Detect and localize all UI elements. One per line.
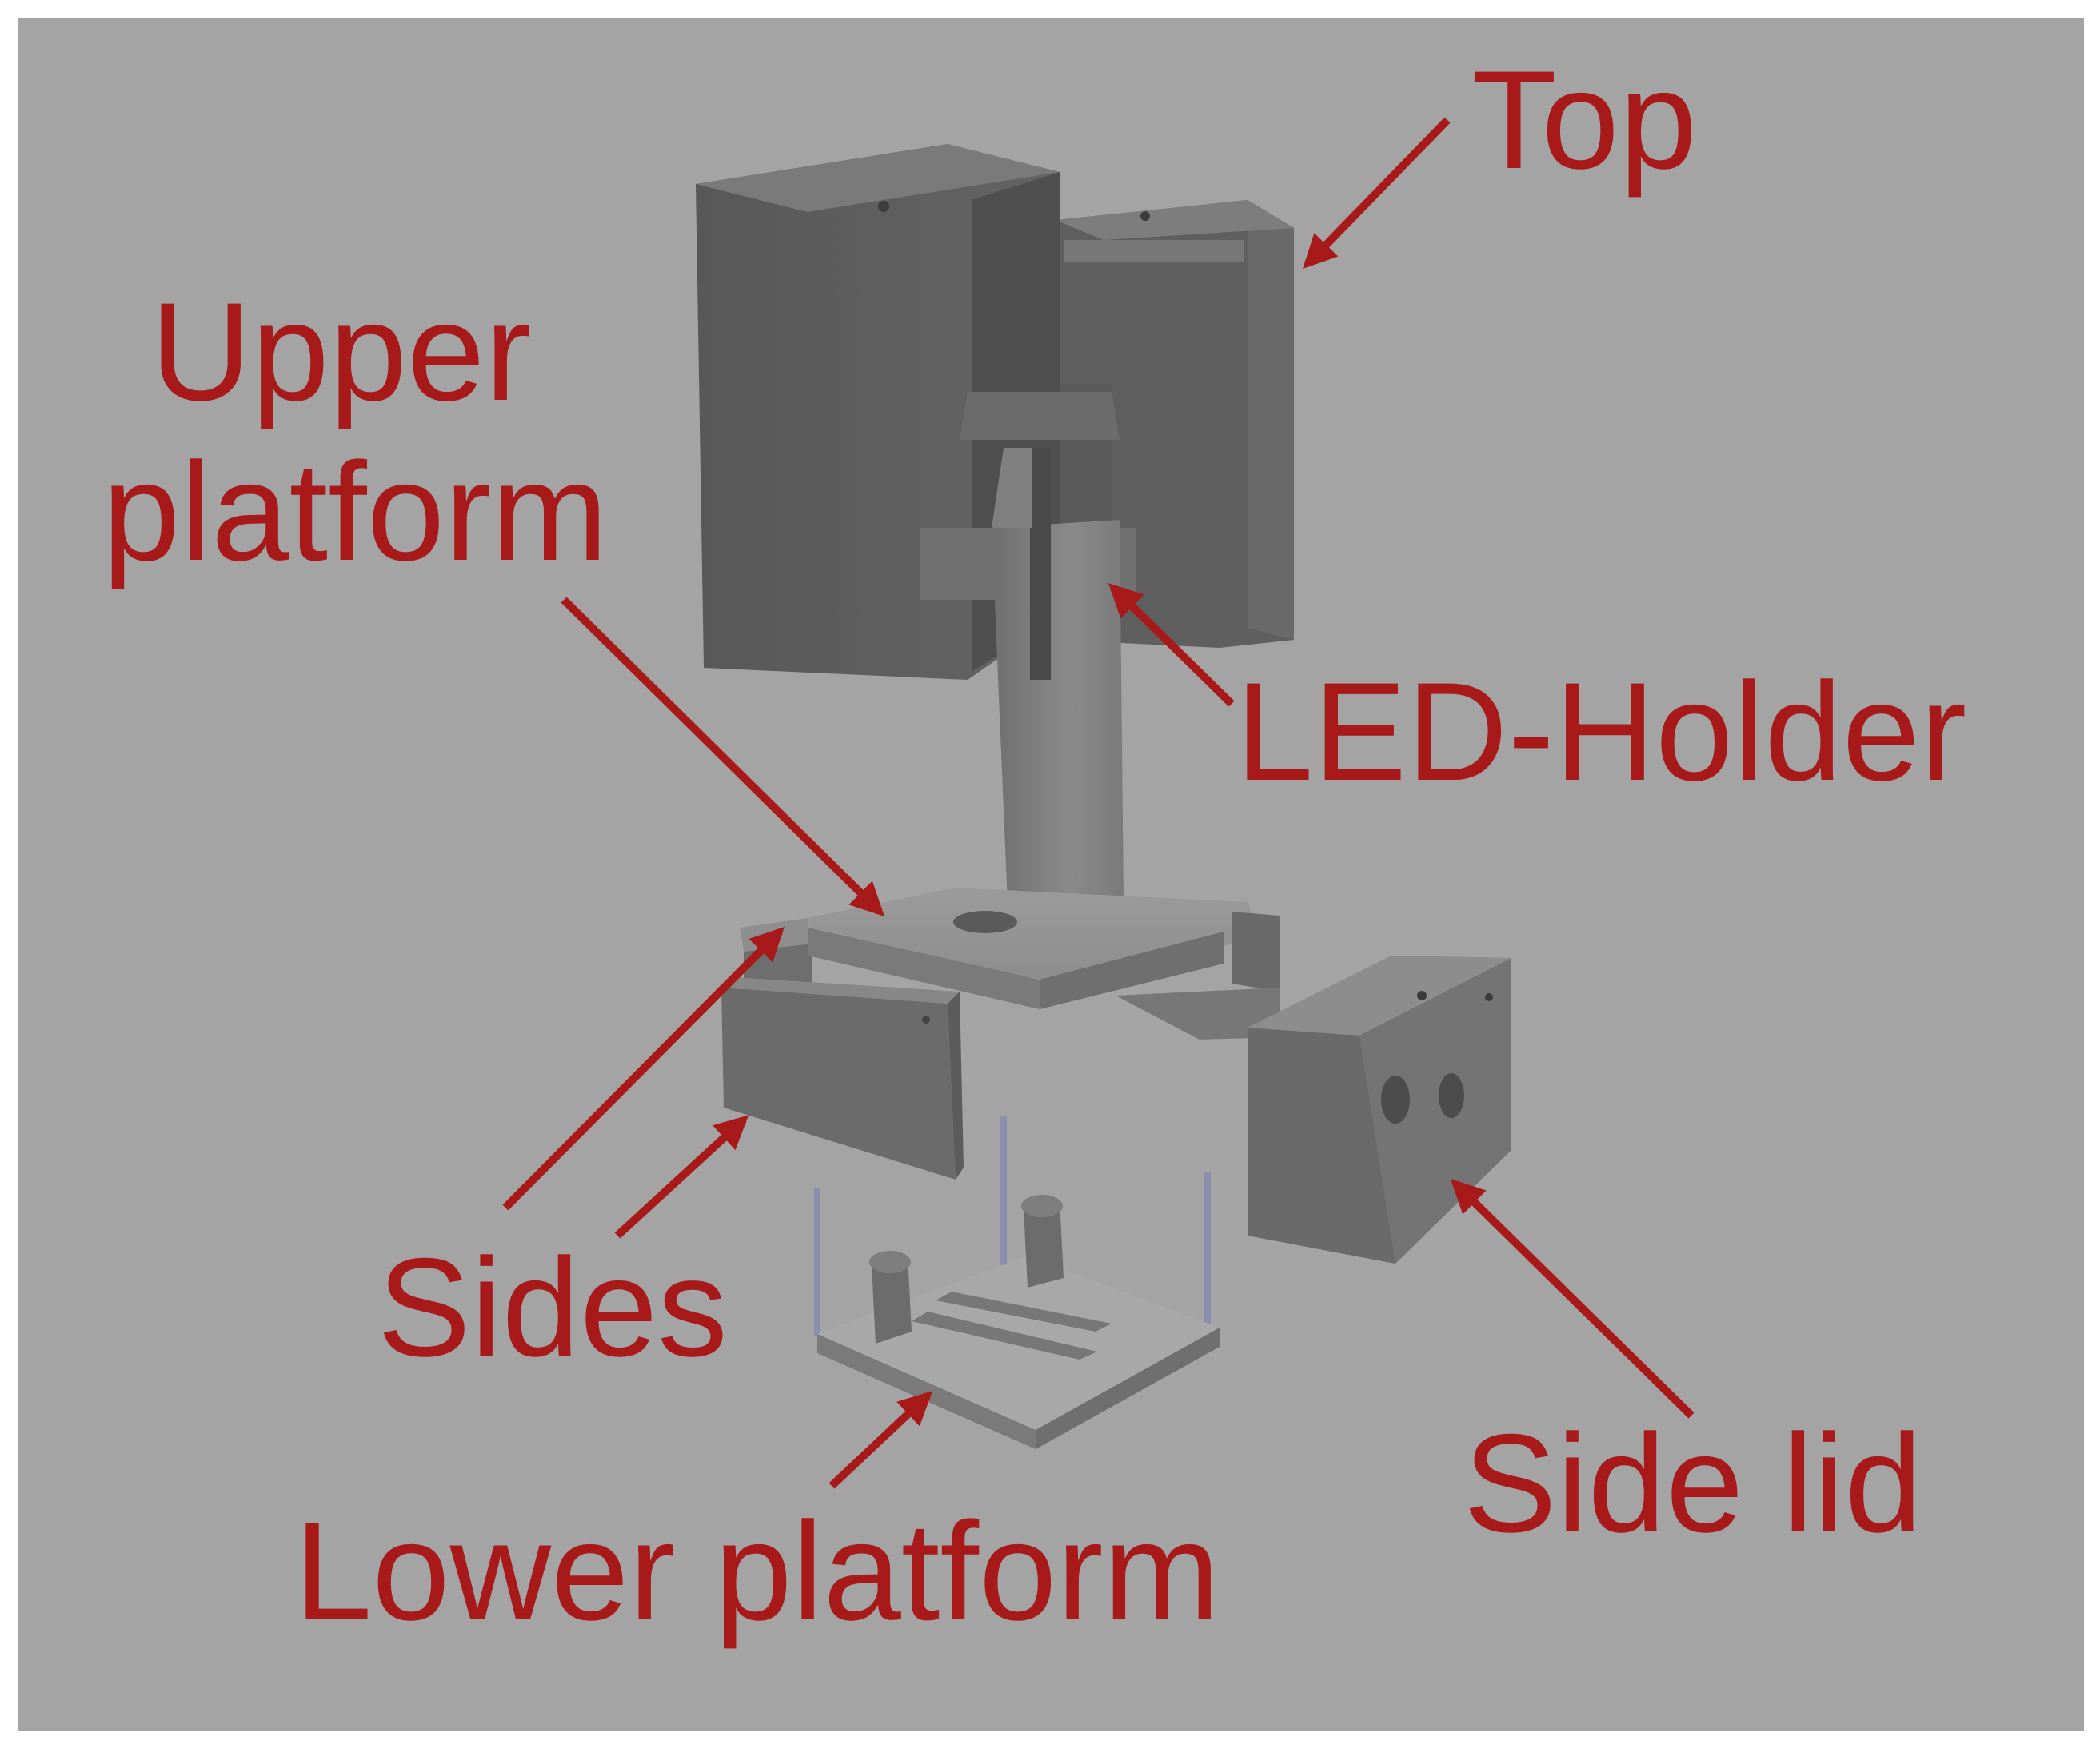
side-panel-left — [721, 977, 964, 1180]
arrow-side-lid — [1451, 1179, 1695, 1419]
arrow-sides-lower — [614, 1115, 749, 1239]
arrow-upper-platform — [561, 597, 884, 916]
arrows — [502, 117, 1695, 1489]
label-upper-platform-line2: platform — [102, 434, 608, 590]
label-side-lid: Side lid — [1463, 1406, 1922, 1562]
label-top: Top — [1471, 42, 1697, 198]
label-led-holder: LED-Holder — [1236, 654, 1966, 810]
label-upper-platform-line1: Upper — [150, 274, 532, 430]
arrow-sides-upper — [502, 927, 785, 1211]
upper-platform-part — [740, 888, 1280, 1009]
arrow-led-holder — [1108, 583, 1235, 707]
central-column — [992, 448, 1124, 904]
label-sides: Sides — [377, 1230, 728, 1386]
label-lower-platform: Lower platform — [294, 1494, 1220, 1650]
arrow-lower-platform — [828, 1391, 933, 1489]
side-lid-part — [1248, 956, 1511, 1264]
arrow-top — [1303, 117, 1451, 270]
